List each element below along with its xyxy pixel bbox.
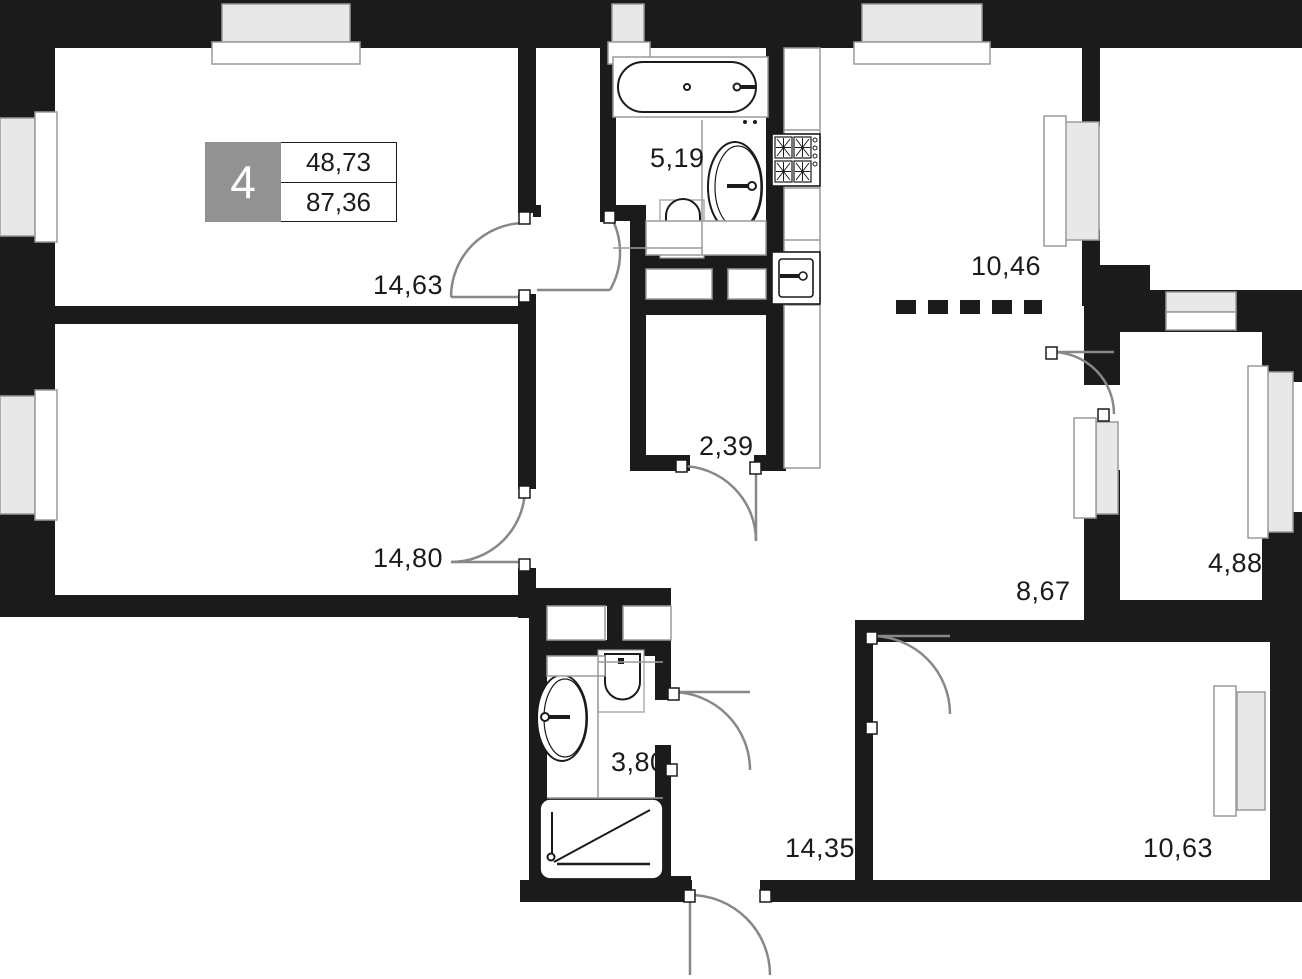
area-label-corridor: 14,35 xyxy=(785,833,856,863)
shower-tray-icon xyxy=(539,798,664,880)
window-top-living xyxy=(211,3,361,65)
window-right-storage xyxy=(1247,365,1294,539)
washbasin-main-icon xyxy=(707,141,763,233)
living-area-value: 48,73 xyxy=(281,142,397,182)
area-label-pantry: 2,39 xyxy=(699,431,754,461)
wall-stub xyxy=(533,205,541,217)
door-bathroom-second xyxy=(671,690,752,771)
window-top-bath xyxy=(607,3,651,65)
hall-cabinets xyxy=(645,220,767,300)
window-jog-right xyxy=(1165,291,1237,331)
window-left-bedroom xyxy=(0,389,58,521)
stove-icon xyxy=(771,133,821,187)
total-area-value: 87,36 xyxy=(281,182,397,222)
apartment-summary-badge: 4 48,73 87,36 xyxy=(205,142,397,222)
door-entrance xyxy=(688,893,772,976)
room-count-value: 4 xyxy=(205,142,281,222)
doors xyxy=(449,214,1116,976)
badge-area-values: 48,73 87,36 xyxy=(281,142,397,222)
window-right-kitchen xyxy=(1043,115,1100,247)
washbasin-second-icon xyxy=(536,674,588,762)
door-bedroom-right xyxy=(871,634,952,715)
area-label-bedroom-left: 14,80 xyxy=(373,543,444,573)
bathtub-icon xyxy=(612,56,769,118)
window-hall-left xyxy=(1073,417,1119,519)
bath2-cabinets xyxy=(546,605,672,677)
door-pantry xyxy=(680,464,758,542)
area-label-hall: 8,67 xyxy=(1016,576,1071,606)
kitchen-sink-icon xyxy=(771,251,821,305)
door-living-room xyxy=(449,221,526,299)
area-label-living-room: 14,63 xyxy=(373,270,444,300)
window-left-living xyxy=(0,111,58,243)
area-label-bedroom-right: 10,63 xyxy=(1143,833,1214,863)
area-label-storage: 4,88 xyxy=(1208,548,1263,578)
window-top-kitchen xyxy=(853,3,991,65)
area-label-bathroom-main: 5,19 xyxy=(650,143,705,173)
area-label-bathroom-second: 3,80 xyxy=(611,747,666,777)
window-right-bedroom xyxy=(1213,685,1266,817)
fixtures xyxy=(536,47,821,880)
door-jambs xyxy=(518,210,1110,903)
room-fills xyxy=(55,48,1270,880)
door-bedroom-left xyxy=(450,487,527,564)
area-label-kitchen: 10,46 xyxy=(971,251,1042,281)
door-storage xyxy=(1051,350,1116,415)
